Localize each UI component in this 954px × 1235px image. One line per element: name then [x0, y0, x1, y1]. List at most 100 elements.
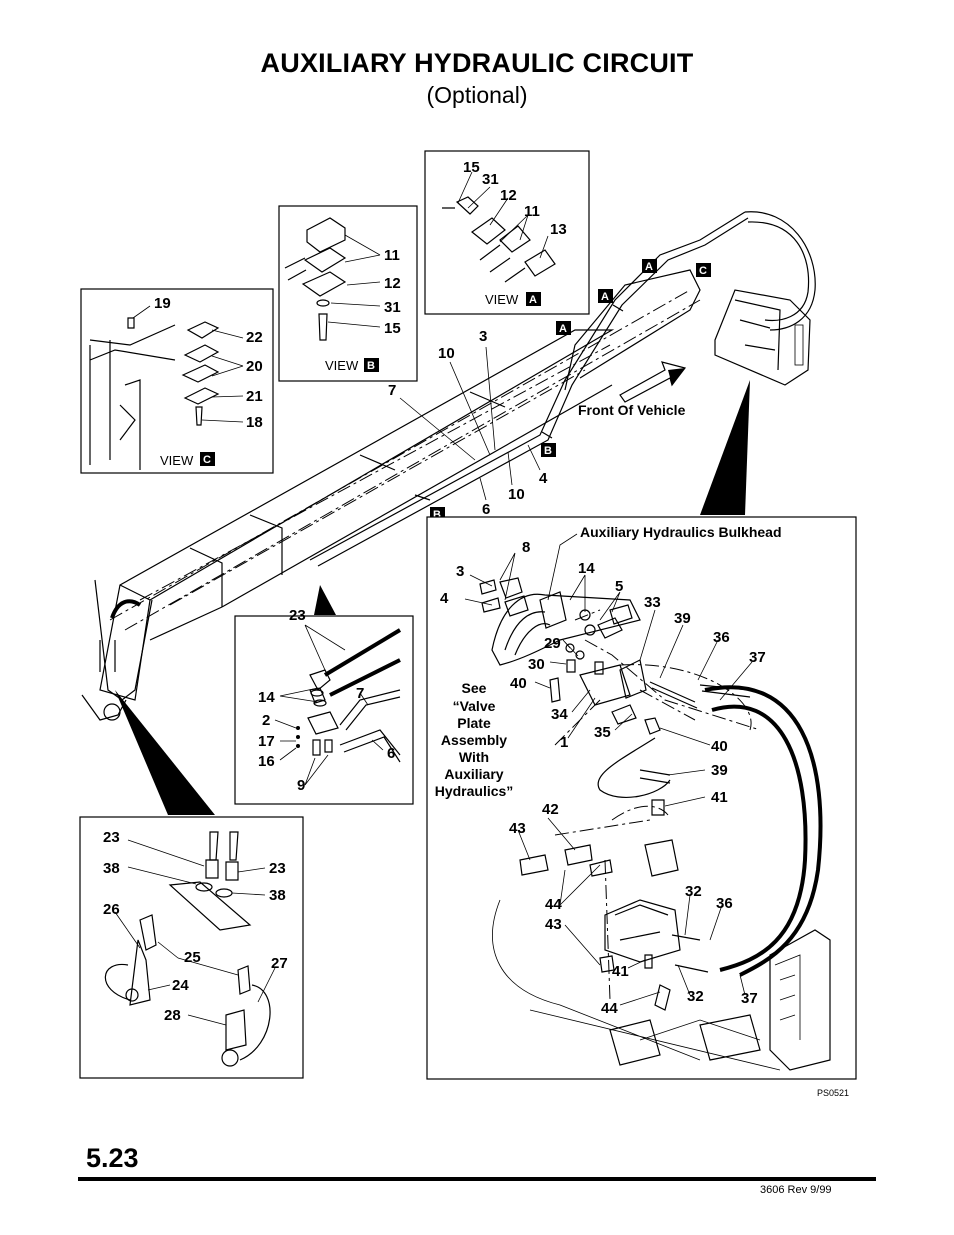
boom-assembly [81, 211, 816, 721]
figure-ref: PS0521 [817, 1088, 850, 1098]
section-tag: A [601, 291, 609, 303]
callout-label: 34 [551, 706, 568, 723]
section-tag: A [645, 261, 653, 273]
callout-label: 42 [542, 801, 559, 818]
callout-label: 31 [482, 171, 499, 188]
callout-label: 14 [578, 560, 595, 577]
see-valve-plate-note: See “Valve Plate Assembly With Auxiliary… [435, 680, 514, 799]
front-of-vehicle-label: Front Of Vehicle [578, 402, 686, 418]
view-b-inset: 11 12 31 15 VIEW B [278, 205, 418, 382]
callout-label: 11 [384, 247, 400, 264]
callout-label: 26 [103, 901, 120, 918]
callout-label: 25 [184, 949, 201, 966]
note-line: “Valve [453, 698, 496, 714]
callout-label: 23 [289, 607, 306, 624]
callout-label: 43 [509, 820, 526, 837]
callout-label: 41 [711, 789, 728, 806]
section-tag: C [699, 265, 707, 277]
callout-label: 37 [749, 649, 766, 666]
callout-label: 1 [560, 734, 568, 751]
callout-label: 40 [711, 738, 728, 755]
callout-label: 15 [463, 159, 480, 176]
callout-label: 3 [479, 328, 487, 345]
callout-label: 7 [356, 685, 364, 702]
view-tag: C [203, 454, 211, 466]
callout-label: 15 [384, 320, 401, 337]
callout-label: 20 [246, 358, 263, 375]
section-tag: B [544, 445, 552, 457]
revision-label: 3606 Rev 9/99 [760, 1184, 832, 1196]
callout-label: 12 [500, 187, 517, 204]
callout-label: 38 [103, 860, 120, 877]
note-line: See [462, 680, 487, 696]
callout-label: 31 [384, 299, 401, 316]
view-tag: B [367, 360, 375, 372]
callout-label: 4 [440, 590, 449, 607]
callout-label: 35 [594, 724, 611, 741]
callout-label: 7 [388, 382, 396, 399]
callout-label: 22 [246, 329, 263, 346]
callout-label: 28 [164, 1007, 181, 1024]
callout-label: 14 [258, 689, 275, 706]
callout-label: 11 [524, 203, 540, 220]
page-subtitle: (Optional) [426, 82, 528, 108]
callout-label: 39 [711, 762, 728, 779]
callout-label: 33 [644, 594, 661, 611]
note-line: Assembly [441, 732, 507, 748]
view-label: VIEW [160, 453, 194, 468]
boom-end-detail: 23 14 7 2 17 16 6 9 [234, 607, 414, 805]
pointer-wedge [314, 585, 336, 615]
pointer-wedge [700, 380, 750, 515]
note-line: Auxiliary [444, 766, 503, 782]
callout-label: 6 [482, 501, 490, 518]
callout-label: 19 [154, 295, 171, 312]
callout-label: 18 [246, 414, 263, 431]
callout-label: 38 [269, 887, 286, 904]
callout-label: 27 [271, 955, 288, 972]
note-line: With [459, 749, 489, 765]
pointer-wedge [115, 690, 215, 815]
callout-label: 2 [262, 712, 270, 729]
page-title: AUXILIARY HYDRAULIC CIRCUIT [260, 48, 694, 78]
view-a-inset: 15 31 12 11 13 VIEW A [424, 150, 590, 315]
bulkhead-detail: Auxiliary Hydraulics Bulkhead 8 3 14 4 5… [426, 516, 857, 1080]
callout-label: 36 [716, 895, 733, 912]
main-callouts: 3 10 7 4 10 6 Front Of Vehicle [388, 328, 686, 518]
callout-label: 13 [550, 221, 567, 238]
callout-label: 4 [539, 470, 548, 487]
coupler-detail: 23 38 23 38 26 25 27 24 28 [79, 816, 304, 1079]
callout-label: 10 [438, 345, 455, 362]
callout-label: 23 [103, 829, 120, 846]
callout-label: 8 [522, 539, 530, 556]
callout-label: 6 [387, 745, 395, 762]
view-tag: A [529, 294, 537, 306]
callout-label: 12 [384, 275, 401, 292]
callout-label: 43 [545, 916, 562, 933]
note-line: Plate [457, 715, 491, 731]
callout-label: 44 [601, 1000, 618, 1017]
callout-label: 44 [545, 896, 562, 913]
callout-label: 17 [258, 733, 275, 750]
section-tags: A C A A B B [430, 259, 711, 521]
callout-label: 32 [687, 988, 704, 1005]
callout-label: 3 [456, 563, 464, 580]
callout-label: 23 [269, 860, 286, 877]
section-tag: A [559, 323, 567, 335]
callout-label: 40 [510, 675, 527, 692]
callout-label: 30 [528, 656, 545, 673]
callout-label: 36 [713, 629, 730, 646]
callout-label: 21 [246, 388, 263, 405]
callout-label: 5 [615, 578, 623, 595]
section-tag: B [433, 509, 441, 521]
view-label: VIEW [485, 292, 519, 307]
callout-label: 24 [172, 977, 189, 994]
callout-label: 16 [258, 753, 275, 770]
callout-label: 10 [508, 486, 525, 503]
callout-label: 39 [674, 610, 691, 627]
footer-rule [78, 1177, 876, 1181]
callout-label: 41 [612, 963, 629, 980]
callout-label: 29 [544, 635, 561, 652]
note-line: Hydraulics” [435, 783, 514, 799]
bulkhead-label: Auxiliary Hydraulics Bulkhead [580, 524, 782, 540]
